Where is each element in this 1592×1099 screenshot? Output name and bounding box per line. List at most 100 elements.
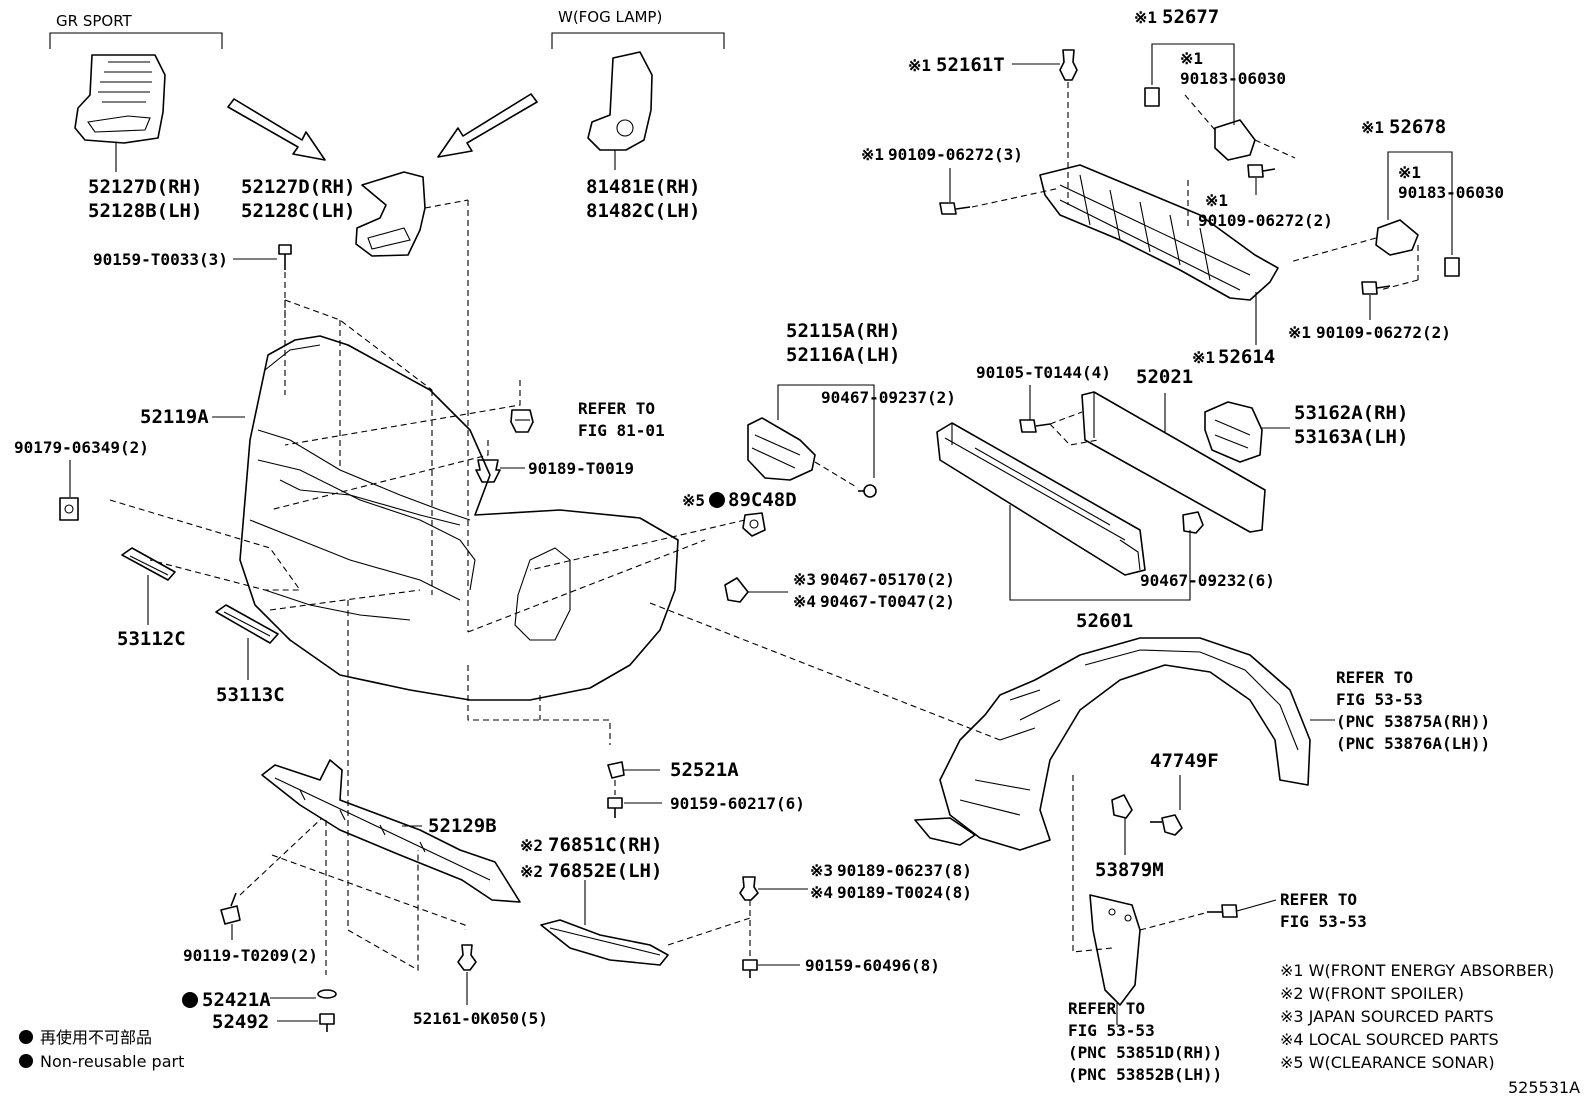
mark-2: ※2 bbox=[520, 836, 543, 855]
part-number-52421A: 52421A bbox=[202, 989, 271, 1011]
part-number-76851C-rh: 76851C(RH) bbox=[548, 834, 662, 856]
part-number-76852E-lh: 76852E(LH) bbox=[548, 860, 662, 882]
part-number-52521A: 52521A bbox=[670, 759, 739, 781]
part-number-90183-06030-2: 90183-06030 bbox=[1398, 183, 1504, 202]
clip-icon bbox=[607, 761, 660, 795]
footnotes: ※1 W(FRONT ENERGY ABSORBER) ※2 W(FRONT S… bbox=[1280, 961, 1554, 1072]
part-number-52128B-lh: 52128B(LH) bbox=[88, 200, 202, 222]
refer-fig-53-53-c-line3: (PNC 53851D(RH)) bbox=[1068, 1043, 1222, 1062]
mark-2: ※2 bbox=[520, 862, 543, 881]
part-number-52492: 52492 bbox=[212, 1011, 269, 1033]
figure-id: 525531A bbox=[1508, 1078, 1580, 1097]
part-number-47749F: 47749F bbox=[1150, 750, 1219, 772]
clip-icon bbox=[475, 459, 525, 483]
part-number-53879M: 53879M bbox=[1095, 859, 1164, 881]
refer-fig-53-53-c-line4: (PNC 53852B(LH)) bbox=[1068, 1065, 1222, 1084]
refer-fig-53-53-a-line3: (PNC 53875A(RH)) bbox=[1336, 712, 1490, 731]
screw-icon bbox=[742, 959, 800, 978]
refer-fig-53-53-b-line1: REFER TO bbox=[1280, 890, 1357, 909]
mark-4: ※4 bbox=[793, 592, 816, 611]
part-number-52115A-rh: 52115A(RH) bbox=[786, 320, 900, 342]
refer-fig-81-01-line2: FIG 81-01 bbox=[578, 421, 665, 440]
part-number-52116A-lh: 52116A(LH) bbox=[786, 344, 900, 366]
reflector bbox=[121, 547, 176, 625]
mark-1: ※1 bbox=[1134, 8, 1157, 27]
mark-3: ※3 bbox=[793, 570, 816, 589]
mark-4: ※4 bbox=[810, 883, 833, 902]
screw-icon bbox=[233, 244, 292, 320]
refer-fig-53-53-c-line2: FIG 53-53 bbox=[1068, 1021, 1155, 1040]
grommet-icon bbox=[182, 989, 337, 1008]
front-bumper-cover bbox=[212, 335, 679, 701]
footnote-4: ※4 LOCAL SOURCED PARTS bbox=[1280, 1030, 1499, 1049]
mark-1: ※1 bbox=[908, 56, 931, 75]
part-number-90119-T0209: 90119-T0209(2) bbox=[183, 946, 318, 965]
clip-icon bbox=[457, 944, 477, 1005]
part-number-90159-60496: 90159-60496(8) bbox=[805, 956, 940, 975]
footnote-3: ※3 JAPAN SOURCED PARTS bbox=[1280, 1007, 1494, 1026]
gr-sport-header: GR SPORT bbox=[56, 12, 133, 30]
mark-1: ※1 bbox=[1192, 348, 1215, 367]
part-number-52678: 52678 bbox=[1389, 116, 1446, 138]
mark-1: ※1 bbox=[1205, 191, 1228, 210]
fender-liner bbox=[914, 637, 1335, 851]
absorber-bracket bbox=[1289, 219, 1419, 291]
mark-1: ※1 bbox=[1361, 118, 1384, 137]
refer-fig-53-53-a-line4: (PNC 53876A(LH)) bbox=[1336, 734, 1490, 753]
clip-icon bbox=[667, 876, 808, 960]
part-number-52021: 52021 bbox=[1136, 366, 1193, 388]
mark-3: ※3 bbox=[810, 861, 833, 880]
clip-icon bbox=[1012, 49, 1078, 205]
screw-icon bbox=[1207, 899, 1277, 918]
sonar-retainer bbox=[709, 492, 766, 537]
mudguard bbox=[1089, 894, 1206, 1025]
footnote-1: ※1 W(FRONT ENERGY ABSORBER) bbox=[1280, 961, 1554, 980]
part-number-90159-T0033: 90159-T0033(3) bbox=[93, 250, 228, 269]
front-bumper-reinforcement bbox=[936, 422, 1191, 601]
arrow-icon bbox=[227, 98, 326, 161]
part-number-90467-09237: 90467-09237(2) bbox=[821, 388, 956, 407]
part-number-90159-60217: 90159-60217(6) bbox=[670, 794, 805, 813]
part-number-90183-06030: 90183-06030 bbox=[1180, 69, 1286, 88]
part-number-90189-T0019: 90189-T0019 bbox=[528, 459, 634, 478]
bolt-icon bbox=[939, 168, 1061, 215]
front-energy-absorber bbox=[1039, 164, 1279, 345]
mark-1: ※1 bbox=[861, 145, 884, 164]
refer-fig-53-53-b-line2: FIG 53-53 bbox=[1280, 912, 1367, 931]
nut-icon bbox=[1444, 257, 1460, 277]
bumper-retainer bbox=[1204, 401, 1290, 463]
part-number-52161T: 52161T bbox=[936, 54, 1005, 76]
under-cover bbox=[261, 759, 521, 903]
part-number-52119A: 52119A bbox=[140, 406, 209, 428]
part-number-89C48D: 89C48D bbox=[728, 489, 797, 511]
front-spoiler bbox=[540, 880, 669, 966]
bolt-icon bbox=[1361, 281, 1391, 320]
legend-jp: 再使用不可部品 bbox=[40, 1028, 152, 1047]
part-number-90467-T0047: 90467-T0047(2) bbox=[820, 592, 955, 611]
part-number-52677: 52677 bbox=[1162, 6, 1219, 28]
part-number-52614: 52614 bbox=[1218, 346, 1275, 368]
part-number-90467-05170: 90467-05170(2) bbox=[820, 570, 955, 589]
fog-cover bbox=[355, 171, 469, 257]
legend-en: Non-reusable part bbox=[40, 1052, 184, 1071]
part-number-52127D-rh-2: 52127D(RH) bbox=[241, 176, 355, 198]
gr-sport-bracket: GR SPORT bbox=[49, 12, 223, 49]
part-number-90105-T0144: 90105-T0144(4) bbox=[976, 363, 1111, 382]
part-number-90109-06272-2b: 90109-06272(2) bbox=[1316, 323, 1451, 342]
footnote-5: ※5 W(CLEARANCE SONAR) bbox=[1280, 1053, 1495, 1072]
part-number-90109-06272-2: 90109-06272(2) bbox=[1198, 211, 1333, 230]
clip-icon bbox=[724, 577, 788, 603]
part-number-90179-06349: 90179-06349(2) bbox=[14, 438, 149, 457]
bumper-side-bracket bbox=[747, 384, 877, 498]
part-number-52127D-rh: 52127D(RH) bbox=[88, 176, 202, 198]
legend: 再使用不可部品 Non-reusable part bbox=[19, 1028, 184, 1071]
refer-fig-53-53-a-line1: REFER TO bbox=[1336, 668, 1413, 687]
reflector bbox=[215, 604, 279, 680]
bolt-icon bbox=[220, 817, 323, 940]
screw-icon bbox=[607, 797, 662, 818]
absorber-bracket bbox=[1184, 94, 1296, 161]
non-reusable-dot-icon bbox=[19, 1030, 33, 1044]
part-number-53163A-lh: 53163A(LH) bbox=[1294, 426, 1408, 448]
screw-icon bbox=[277, 1013, 335, 1032]
